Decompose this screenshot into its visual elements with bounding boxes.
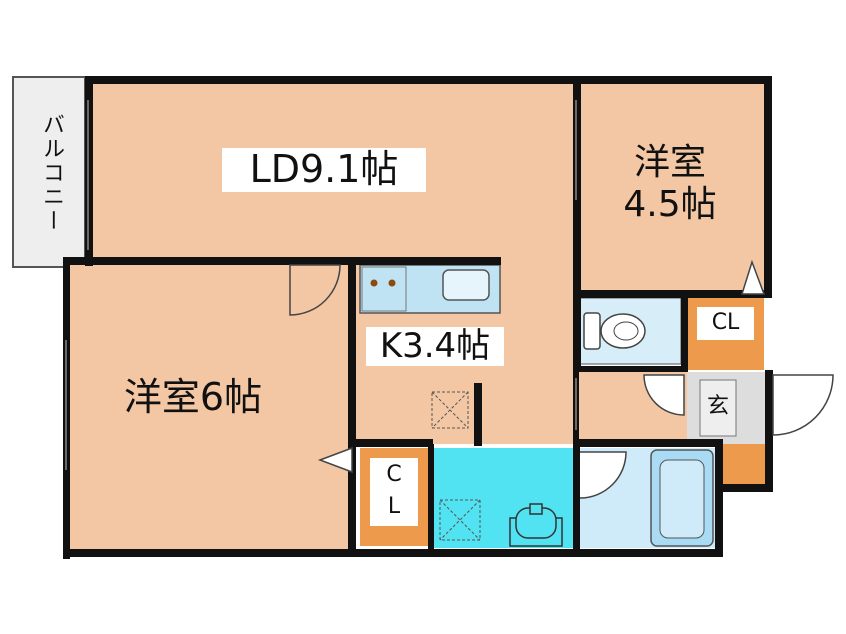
closet-lower-label-c: C [386,462,402,487]
balcony-label: バルコニー [39,113,64,233]
toilet-icon [583,312,646,350]
door-swing-icon [289,259,834,499]
closet-strip [687,352,764,370]
western-room-large [63,264,352,552]
stove-burner-left [370,279,378,287]
washbasin-icon [509,503,563,547]
window-marks [65,100,577,470]
washer-pan-icon [439,499,481,541]
western-room-small [579,83,764,293]
western-room-small-label-line1: 洋室 [633,142,706,183]
closet-upper-label: CL [711,310,740,335]
ld-room-label: LD9.1帖 [222,147,426,192]
western-room-large-label: 洋室6帖 [123,375,263,419]
bathtub-inner [659,459,705,539]
storage-hatch-icon [431,391,469,429]
sink-icon [442,269,490,301]
closet-upper-inner [697,307,754,340]
walls [63,76,773,559]
stove-icon [361,266,407,312]
western-room-small-label-line2: 4.5帖 [623,184,717,225]
entrance-inner [699,379,737,437]
entrance-label: 玄 [706,394,729,419]
kitchen-label: K3.4帖 [366,326,504,367]
closet-lower-inner [370,458,418,526]
balcony-area [12,76,86,268]
stove-burner-right [388,279,396,287]
closet-lower-label-l: L [387,494,401,519]
entrance-step [722,444,765,484]
